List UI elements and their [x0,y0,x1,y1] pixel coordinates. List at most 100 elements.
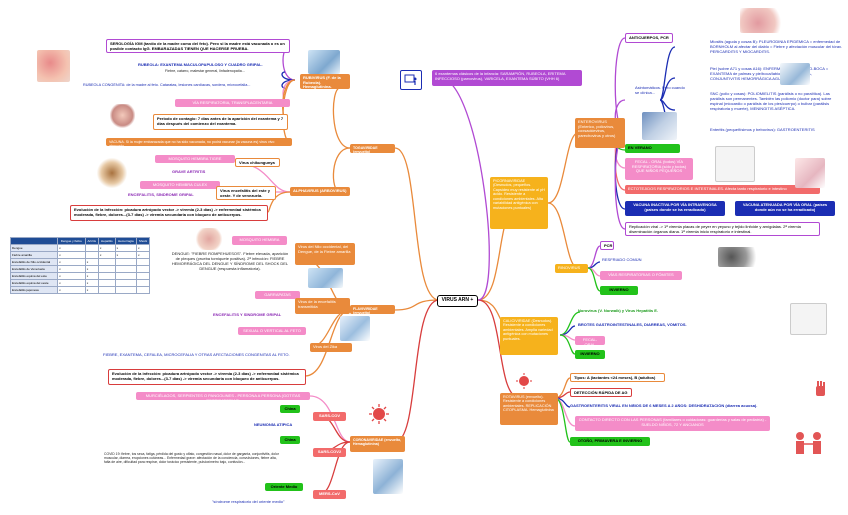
table-cell [97,279,116,287]
rinovirus-invierno-node[interactable]: INVIERNO [600,286,638,295]
rinovirus-node[interactable]: RINOVIRUS [555,264,588,273]
enteritis-text: Enteritis (pequeñísimos y bebovirus): GA… [710,128,815,132]
vacuna-inactiva-node[interactable]: VACUNA INACTIVA POR VÍA INTRAVENOSA (paí… [625,201,725,216]
virus-photo-2 [340,316,370,341]
flavi-photo [308,268,343,288]
replicacion-text: Replicación viral -> 1ª viremia placas d… [625,222,820,236]
table-cell: x [57,286,86,294]
tipos-node[interactable]: Tipos: A (lactantes <24 meses), B (adult… [570,373,665,382]
mosquito-tigre-node[interactable]: MOSQUITO HEMBRA TIGRE [155,155,235,163]
table-cell [114,265,137,273]
oriente-node[interactable]: Oriente Medio [265,483,303,491]
encefalitis-transmitida-node[interactable]: Virus de la encefalitis transmitida [295,298,350,314]
table-cell [114,286,137,294]
anticuerpos-node[interactable]: ANTICUERPOS, PCR [625,33,673,43]
garrapatas-node[interactable]: GARRAPATAS [255,291,300,299]
enterovirus-node[interactable]: ENTEROVIRUS (Enterico, poliovirus, coxsa… [575,118,625,148]
neumonia-text: NEUMONÍA ATÍPICA [254,423,293,427]
coronavirus-icon [368,403,390,425]
center-node[interactable]: VIRUS ARN + [437,295,478,307]
miositis-text: Miositis (aguda y cosas B): PLEURODINIA … [710,40,843,54]
rotavirus-node[interactable]: ROTAVIRUS (envuelto). Resistente a condi… [500,393,558,425]
gastro-text: GASTROENTERITIS VIRAL EN NIÑOS DE 6 MESE… [570,404,758,408]
encefalitis-virus-node[interactable]: Virus encefalitis del este y oeste. Y de… [216,186,276,200]
chikungunya-node[interactable]: Virus chikungunya [235,158,280,167]
organs-photo [795,158,825,188]
table-header-cell: Dengue y fiebre [57,237,86,245]
sars2-node[interactable]: SARS-COV2 [313,448,346,457]
table-cell [135,258,151,266]
contacto-node[interactable]: CONTACTO DIRECTO CON LAS PERSONAS (famil… [575,416,770,431]
alphavirus-node[interactable]: ALPHAVIRUS (ARBOVIRUS) [290,187,350,196]
vacuna-atenuada-node[interactable]: VACUNA ATENUADA POR VÍA ORAL (países don… [735,201,835,216]
table-cell: x [84,279,99,287]
via-node[interactable]: VÍA RESPIRATORIA, TRANSPLACENTARIA [175,99,290,107]
deteccion-node[interactable]: DETECCIÓN RÁPIDA DE AG [570,388,632,397]
rubivirus-node[interactable]: RUBIVIRUS (F. de la Rubeola). Hemaglutin… [300,74,350,89]
teacher-icon [400,70,422,90]
table-cell: Encefalitis japonesa [9,286,59,294]
table-cell: x [135,251,151,259]
sexual-node[interactable]: SEXUAL O VERTICAL AL FETO [238,327,306,335]
norovirus-text: Norovirus (V. Norwalk) y Virus Hepatitis… [578,309,659,313]
vias-node[interactable]: VÍAS RESPIRATORIAS O FÓMITES [600,271,682,280]
vacuna-node[interactable]: VACUNA. Si la mujer embarazada que no ha… [106,138,292,146]
table-cell: x [114,244,137,252]
table-cell: Encefalitis equina del este [9,272,59,280]
table-cell: x [57,251,86,259]
rash-photo [37,50,70,82]
rash-photo-2 [195,228,223,250]
snc-text: SNC (polio y cosas): POLIOMIELITIS (pará… [710,92,832,111]
nilo-node[interactable]: Virus del Nilo occidental, del Dengue, d… [295,243,355,265]
dengue-text: DENGUE: "FIEBRE ROMPEHUESOS". Fiebre ele… [171,252,289,271]
calici-invierno-node[interactable]: INVIERNO [575,350,605,359]
covid-text: COVID 19: fiebre, tos seca, fatiga, pérd… [104,452,279,465]
table-cell [135,265,151,273]
table-cell: Encefalitis de Nilo occidental [9,258,59,266]
table-cell: x [84,258,99,266]
calici-fecal-node[interactable]: FECAL-ORAL [575,336,605,345]
china2-node[interactable]: China [280,436,300,444]
exantemas-node[interactable]: 6 exantemas clásicos de la infancia: SAR… [432,70,582,86]
table-cell: x [57,272,86,280]
table-cell: Fiebre amarilla [9,251,59,259]
table-cell: x [57,265,86,273]
zika-node[interactable]: Virus del Zika [310,343,352,352]
table-cell: x [57,258,86,266]
fecal-oral-node[interactable]: FECAL - ORAL (todos) VÍA RESPIRATORIA (s… [625,158,693,180]
table-cell: x [135,244,151,252]
table-cell [97,286,116,294]
table-cell [114,272,137,280]
china1-node[interactable]: China [280,405,300,413]
coronaviridae-node[interactable]: CORONAVIRIDAE (envuelto, Hemaglutinina) [350,436,405,452]
flavi-encefalitis-text: ENCEFALITIS Y SÍNDROME GRIPAL [213,313,282,317]
coronavirus-photo-2 [373,459,403,494]
mosquito-culex-node[interactable]: MOSQUITO HEMBRA CULEX [140,181,220,189]
table-cell: x [84,265,99,273]
rubeola-text: RUBEOLA: EXANTEMA MACULOPAPULOSO Y CUADR… [138,63,263,67]
flaviviridae-node[interactable]: FLAVIVIRIDAE (envuelto) [350,305,395,314]
table-header-cell: Shock [135,237,151,245]
mers-node[interactable]: MERS-CoV [313,490,346,499]
otono-node[interactable]: OTOÑO, PRIMAVERA E INVIERNO [570,437,650,446]
mosquito-hembra-node[interactable]: MOSQUITO HEMBRA [232,236,287,245]
caliciviridae-node[interactable]: CALICIVIRIDAE (Desnudos). Resistente a c… [500,317,558,355]
child-photo [110,104,135,129]
sars-node[interactable]: SARS-COV [313,412,346,421]
table-cell: x [97,244,116,252]
verano-node[interactable]: EN VERANO [625,144,680,153]
picornaviridae-node[interactable]: PICORNAVIRIDAE (Desnudos, pequeños. Caps… [490,177,548,229]
murcielagos-node[interactable]: MURCIÉLAGOS, SERPIENTES O PANGOLINES - P… [136,392,310,400]
pcr-node[interactable]: PCR [600,241,614,250]
asintomaticos-text: Asintomáticos. Pero cuando se clínica... [635,86,685,95]
virus-red-icon [515,372,533,390]
table-cell [114,258,137,266]
zika-text: FIEBRE, EXANTEMA, CEFALEA, MICROCEFALIA … [103,353,290,357]
table-cell [84,251,99,259]
ectotejidos-node[interactable]: ECTOTEJIDOS RESPIRATORIOS E INTESTINALES… [625,185,820,194]
piel-text: Piel (sobre A71 y cosas A16): ENFERMEDAD… [710,67,829,81]
togaviridae-node[interactable]: TOGAVIRIDAE (envuelto) [350,144,395,153]
